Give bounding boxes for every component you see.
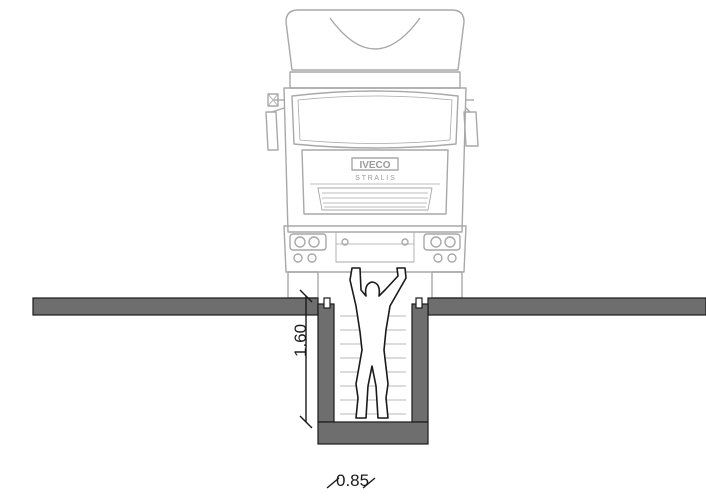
left-headlight [289, 233, 327, 263]
left-wheel [287, 271, 319, 299]
mechanic-figure [349, 267, 407, 419]
pit-left-wall [317, 303, 335, 423]
pit-floor [317, 421, 429, 445]
cab-body [283, 87, 467, 233]
right-mirror [463, 99, 479, 147]
ground-slab-right [427, 297, 706, 316]
truck-brand: IVECO [359, 160, 390, 171]
width-dimension-ticks [326, 477, 376, 489]
cab-roof [285, 9, 465, 71]
left-mirror [265, 93, 285, 151]
truck-model: S T R A L I S [355, 175, 395, 182]
ground-and-pit [32, 297, 706, 445]
bumper [283, 225, 467, 273]
ground-slab-left [32, 297, 319, 316]
truck-front-view [265, 9, 479, 299]
pit-right-wall [411, 303, 429, 423]
windscreen [291, 90, 459, 149]
grille-surround [301, 149, 449, 215]
right-headlight [423, 233, 461, 263]
right-wheel [431, 271, 463, 299]
width-dimension-label: 0.85 [336, 471, 370, 490]
depth-dimension-label: 1.60 [291, 323, 310, 357]
depth-dimension [299, 289, 313, 429]
